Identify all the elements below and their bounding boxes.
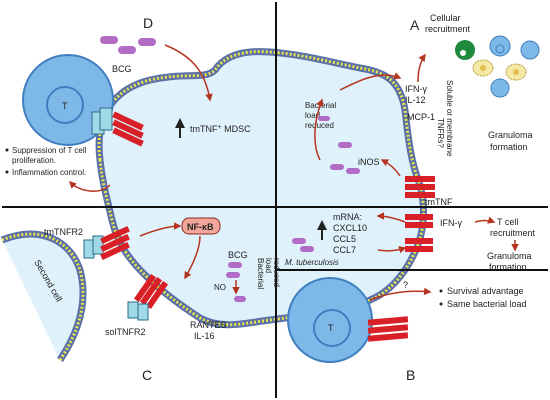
panel-b-bullets: Survival advantage Same bacterial load <box>439 286 527 309</box>
arrow-to-nfkb <box>139 222 182 237</box>
granuloma-formation-a-1: Granuloma <box>488 130 533 140</box>
tmtnf-receptor-center <box>405 214 433 252</box>
bacteria-c <box>226 262 246 302</box>
d-bullet-2: proliferation. <box>12 156 56 165</box>
tmtnf-receptor-a <box>405 176 435 198</box>
granuloma-center-2: formation <box>489 262 527 272</box>
nfkb-box <box>181 217 221 235</box>
ccl5-label: CCL5 <box>333 234 356 244</box>
bacteria-a <box>330 142 360 174</box>
d-bullet-3: Inflammation control. <box>12 168 86 177</box>
tmtnf-receptor-b <box>367 316 409 342</box>
bacterial-load-a-2: load <box>305 111 320 120</box>
granuloma-center-1: Granuloma <box>487 251 532 261</box>
b-bullet-2: Same bacterial load <box>447 299 527 309</box>
d-bullet-1: Suppression of T cell <box>12 146 87 155</box>
arrow-bacterial-load-a <box>339 72 402 91</box>
il12-label-a: IL-12 <box>405 95 426 105</box>
arrow-b-outcome <box>369 287 432 301</box>
tnfr2-receptor-d <box>91 107 144 147</box>
t-cell-d-label: T <box>62 101 68 111</box>
soltnfr2-receptor <box>127 273 169 321</box>
inos-label: iNOS <box>358 157 380 167</box>
tmtnfr2-label: tmTNFR2 <box>44 227 83 237</box>
arrow-mrna-back <box>377 246 407 254</box>
cxcl10-label: CXCL10 <box>333 223 367 233</box>
arrow-recruitment <box>417 53 426 83</box>
nfkb-label: NF-κB <box>187 222 214 232</box>
bcg-label-d: BCG <box>112 64 132 74</box>
granuloma-formation-a-2: formation <box>490 142 528 152</box>
arrow-to-suppression <box>68 180 111 192</box>
recruited-cells <box>455 35 540 98</box>
arrow-ifng-tcell <box>474 216 496 224</box>
mcp1-label: MCP-1 <box>407 112 435 122</box>
tnfrs-question: TNFRs? <box>436 118 445 148</box>
bcg-bacteria-d <box>100 36 156 54</box>
tmtnf-label-a: tmTNF <box>425 197 453 207</box>
cellular-recruitment-line2: recruitment <box>425 24 471 34</box>
t-cell-b <box>287 277 373 363</box>
arrow-bcg-to-cell <box>164 44 213 102</box>
panel-a-letter: A <box>410 17 420 33</box>
panel-d-letter: D <box>143 15 153 31</box>
t-cell-d <box>22 54 114 146</box>
ifng-label-a: IFN-γ <box>405 84 427 94</box>
panel-c-letter: C <box>142 367 152 383</box>
ccl7-label: CCL7 <box>333 245 356 255</box>
panel-b-letter: B <box>406 367 415 383</box>
no-label: NO <box>214 283 226 292</box>
t-cell-b-label: T <box>328 323 334 333</box>
mrna-label: mRNA: <box>333 212 362 222</box>
tcell-recruitment-1: T cell <box>497 217 518 227</box>
panel-d-bullets: Suppression of T cell proliferation. Inf… <box>5 146 87 177</box>
bcg-label-c: BCG <box>228 250 248 260</box>
tmtnfr2-receptor <box>83 225 130 261</box>
tmtnf-mdsc: tmTNF+ MDSC <box>190 124 251 135</box>
arrow-to-inos <box>380 159 401 177</box>
bacterial-load-a-3: reduced <box>305 121 334 130</box>
arrow-nfkb-down <box>184 235 201 280</box>
tcell-recruitment-2: recruitment <box>490 228 536 238</box>
bacterium-a-1 <box>318 116 330 121</box>
rantes-label: RANTES <box>190 320 227 330</box>
b-bullet-1: Survival advantage <box>447 286 524 296</box>
question-mark-b: ? <box>403 280 408 290</box>
bacteria-mtb <box>292 238 314 252</box>
soluble-or-membrane: Soluble or membrane <box>445 80 454 157</box>
arrow-to-mrna <box>376 212 406 223</box>
bacterial-load-c: Bacterial load reduced <box>256 258 281 291</box>
ifng-center: IFN-γ <box>440 218 462 228</box>
arrow-inos-up <box>314 98 324 161</box>
mtb-label: M. tuberculosis <box>285 258 339 267</box>
il16-label: IL-16 <box>194 331 215 341</box>
soltnfr2-label: solTNFR2 <box>105 327 146 337</box>
cellular-recruitment-line1: Cellular <box>430 13 461 23</box>
second-cell <box>0 230 87 362</box>
